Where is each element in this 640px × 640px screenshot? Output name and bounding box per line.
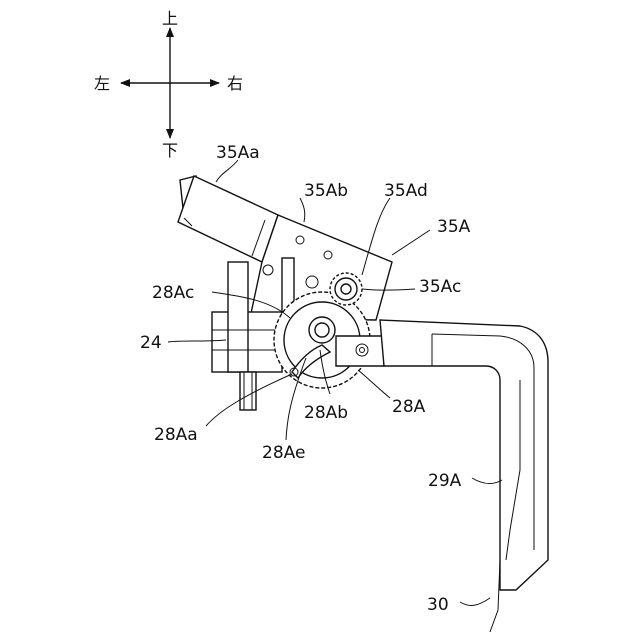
small-gear-35Ac bbox=[330, 273, 362, 305]
direction-left-label: 左 bbox=[94, 74, 110, 93]
label-28Ae: 28Ae bbox=[262, 443, 305, 463]
label-35Ab: 35Ab bbox=[304, 181, 348, 201]
guide-29A bbox=[380, 320, 548, 590]
wire-30 bbox=[490, 560, 500, 632]
label-35Ad: 35Ad bbox=[384, 181, 428, 201]
label-35A: 35A bbox=[437, 217, 471, 237]
label-35Ac: 35Ac bbox=[419, 277, 461, 297]
label-28A: 28A bbox=[392, 397, 426, 417]
direction-up-label: 上 bbox=[162, 9, 178, 28]
direction-right-label: 右 bbox=[227, 74, 243, 93]
label-28Ac: 28Ac bbox=[152, 283, 194, 303]
arm-bracket-28A bbox=[336, 336, 384, 366]
label-30: 30 bbox=[427, 595, 449, 615]
label-29A: 29A bbox=[428, 471, 462, 491]
direction-compass: 上 下 左 右 bbox=[94, 9, 243, 160]
motor-35Aa bbox=[178, 176, 278, 262]
label-28Aa: 28Aa bbox=[154, 425, 198, 445]
label-35Aa: 35Aa bbox=[216, 143, 260, 163]
direction-down-label: 下 bbox=[162, 141, 178, 160]
label-28Ab: 28Ab bbox=[304, 403, 348, 423]
label-24: 24 bbox=[140, 333, 162, 353]
